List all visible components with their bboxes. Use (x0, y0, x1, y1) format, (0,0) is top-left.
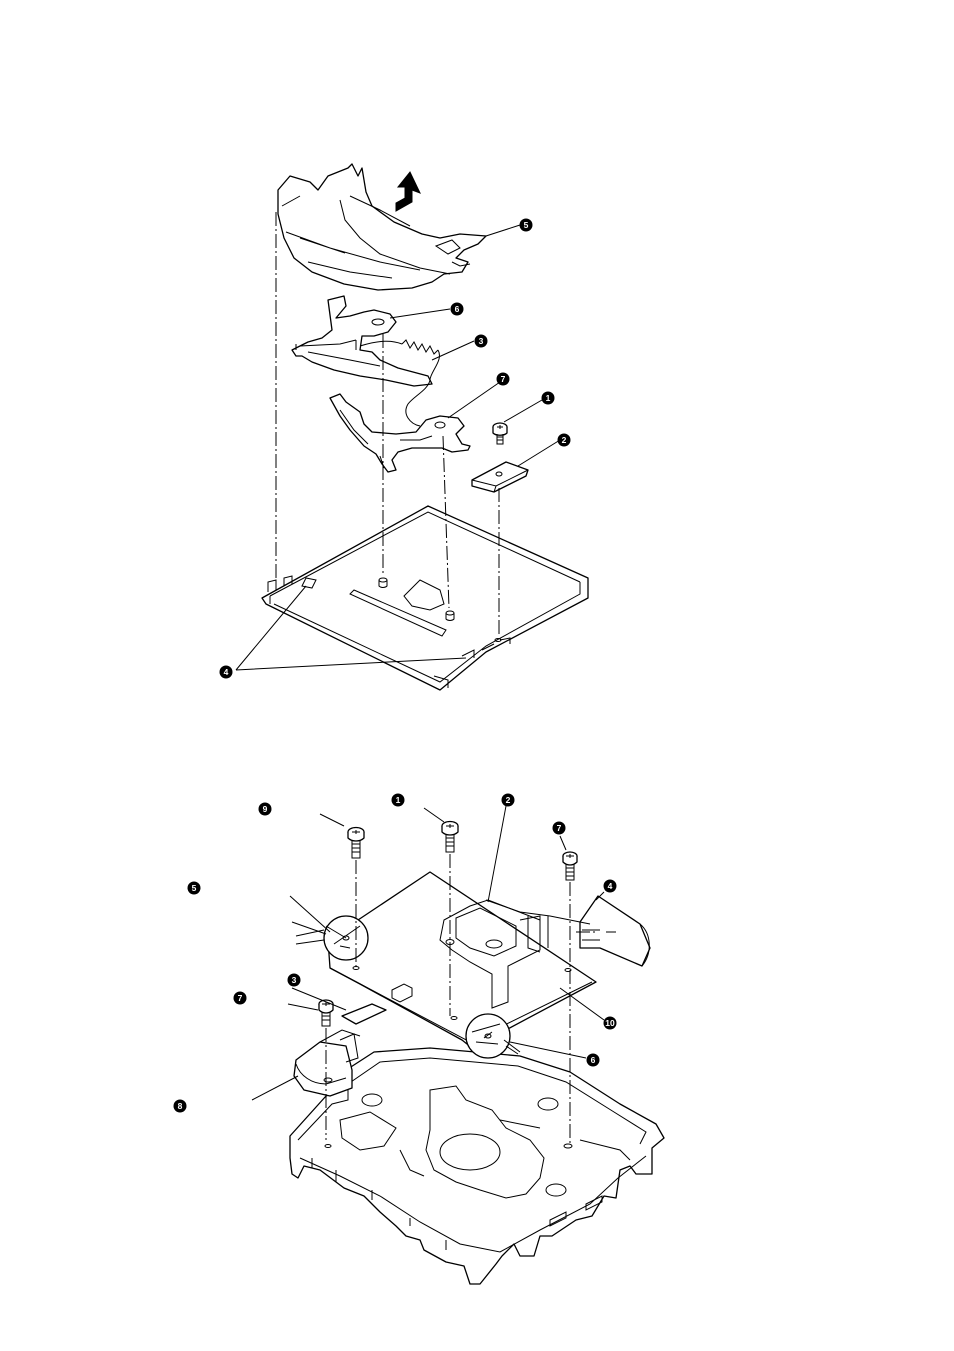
callout-4-lower: 4 (604, 880, 617, 893)
circuit-board (328, 872, 596, 1048)
callout-1-upper: 1 (542, 392, 555, 405)
callout-10-lower-label: 10 (605, 1018, 615, 1028)
base-chassis (262, 506, 588, 690)
callout-6-lower: 6 (587, 1054, 600, 1067)
screw-7-right (563, 852, 577, 880)
callout-7-upper-label: 7 (501, 374, 506, 384)
callout-7-lower-left-label: 7 (238, 993, 243, 1003)
callout-3-lower-label: 3 (292, 975, 297, 985)
screw-1-lower (442, 822, 458, 853)
callout-7-lower-right-label: 7 (557, 823, 562, 833)
callout-1-lower-label: 1 (396, 795, 401, 805)
screw-upper (493, 423, 507, 444)
motor-unit (294, 1030, 360, 1096)
callout-2-upper-label: 2 (562, 435, 567, 445)
callout-2-lower: 2 (502, 794, 515, 807)
callout-7-upper: 7 (497, 373, 510, 386)
callout-1-upper-label: 1 (546, 393, 551, 403)
callout-5-lower-label: 5 (192, 883, 197, 893)
lever-upper (292, 296, 432, 386)
slide-plate (330, 394, 470, 472)
callout-6-upper-label: 6 (455, 304, 460, 314)
callout-2-upper: 2 (558, 434, 571, 447)
bracket-upper (472, 462, 528, 492)
callout-6-lower-label: 6 (591, 1055, 596, 1065)
callout-2-lower-label: 2 (506, 795, 511, 805)
callout-8-lower: 8 (174, 1100, 187, 1113)
cover-plate (278, 164, 486, 290)
callout-7-lower-left: 7 (234, 992, 247, 1005)
callout-9-lower: 9 (259, 803, 272, 816)
removal-arrow-icon (396, 172, 420, 211)
upper-exploded-view (236, 164, 588, 690)
callout-4-upper: 4 (220, 666, 233, 679)
callout-5-upper-label: 5 (524, 220, 529, 230)
callout-7-lower-right: 7 (553, 822, 566, 835)
detail-circle-left (292, 916, 368, 960)
lower-exploded-view (252, 806, 664, 1284)
callout-6-upper: 6 (451, 303, 464, 316)
callout-8-lower-label: 8 (178, 1101, 183, 1111)
callout-1-lower: 1 (392, 794, 405, 807)
callout-5-upper: 5 (520, 219, 533, 232)
callout-5-lower: 5 (188, 882, 201, 895)
callout-3-upper: 3 (475, 335, 488, 348)
callout-3-lower: 3 (288, 974, 301, 987)
callout-4-upper-label: 4 (224, 667, 229, 677)
callout-3-upper-label: 3 (479, 336, 484, 346)
screw-9 (348, 828, 364, 859)
callout-9-lower-label: 9 (263, 804, 268, 814)
flat-cable (580, 896, 650, 966)
callout-4-lower-label: 4 (608, 881, 613, 891)
callout-10-lower: 10 (604, 1017, 617, 1030)
